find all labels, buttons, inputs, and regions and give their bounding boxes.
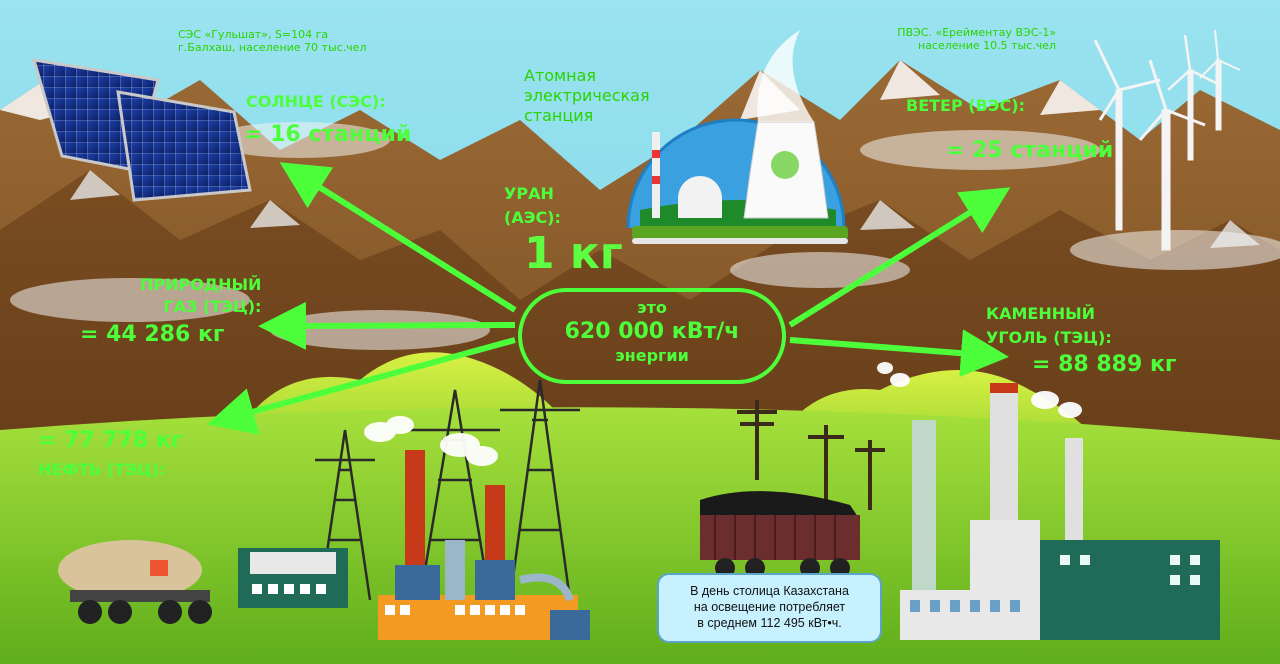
arrow-to-solar bbox=[279, 162, 517, 313]
center-line2: 620 000 кВт/ч bbox=[564, 319, 740, 344]
wind-label: ВЕТЕР (ВЭС): bbox=[906, 96, 1025, 115]
solar-source-line2: г.Балхаш, население 70 тыс.чел bbox=[178, 41, 367, 54]
arrow-to-wind bbox=[788, 187, 1011, 328]
arrow-to-gas bbox=[258, 301, 516, 350]
nuclear-plant-icon bbox=[626, 30, 848, 244]
thermal-plant-left-icon bbox=[238, 416, 590, 640]
nuclear-title-line2: электрическая bbox=[524, 86, 650, 105]
wind-turbines-icon bbox=[1093, 29, 1241, 251]
center-line3: энергии bbox=[615, 346, 689, 365]
arrow-to-coal bbox=[789, 329, 1009, 378]
utility-poles-icon bbox=[737, 400, 885, 510]
info-box: В день столица Казахстана на освещение п… bbox=[657, 573, 882, 643]
tank-car-icon bbox=[58, 540, 212, 624]
nuclear-title-line1: Атомная bbox=[524, 66, 597, 85]
solar-value: = 16 станций bbox=[244, 122, 412, 147]
solar-label: СОЛНЦЕ (СЭС): bbox=[246, 92, 386, 111]
coal-label-line1: КАМЕННЫЙ bbox=[986, 304, 1096, 323]
uranium-amount: 1 кг bbox=[524, 228, 623, 279]
uranium-label-line2: (АЭС): bbox=[504, 208, 561, 227]
info-line2: на освещение потребляет bbox=[693, 600, 846, 614]
coal-value: = 88 889 кг bbox=[1032, 352, 1177, 377]
solar-panels-icon bbox=[31, 58, 252, 202]
arrow-to-oil bbox=[206, 337, 516, 435]
center-line1: это bbox=[637, 298, 667, 317]
wind-source-line2: население 10.5 тыс.чел bbox=[918, 39, 1057, 52]
coal-label-line2: УГОЛЬ (ТЭЦ): bbox=[986, 328, 1112, 347]
arrows bbox=[206, 162, 1011, 435]
thermal-plant-right-icon bbox=[877, 362, 1220, 640]
wind-value: = 25 станций bbox=[946, 138, 1114, 163]
gas-value: = 44 286 кг bbox=[80, 322, 225, 347]
energy-oval: это 620 000 кВт/ч энергии bbox=[518, 288, 786, 384]
nuclear-title-line3: станция bbox=[524, 106, 594, 125]
gas-label-line1: ПРИРОДНЫЙ bbox=[140, 275, 262, 294]
gas-label-line2: ГАЗ (ТЭЦ): bbox=[163, 297, 262, 316]
uranium-label-line1: УРАН bbox=[504, 184, 554, 203]
oil-value: = 77 778 кг bbox=[38, 428, 183, 453]
info-line3: в среднем 112 495 кВт•ч. bbox=[697, 616, 842, 630]
wind-source-line1: ПВЭС. «Ерейментау ВЭС-1» bbox=[897, 26, 1057, 39]
info-line1: В день столица Казахстана bbox=[690, 584, 849, 598]
solar-source-line1: СЭС «Гульшат», S=104 га bbox=[178, 28, 329, 41]
oil-label: НЕФТЬ (ТЭЦ): bbox=[38, 460, 166, 479]
